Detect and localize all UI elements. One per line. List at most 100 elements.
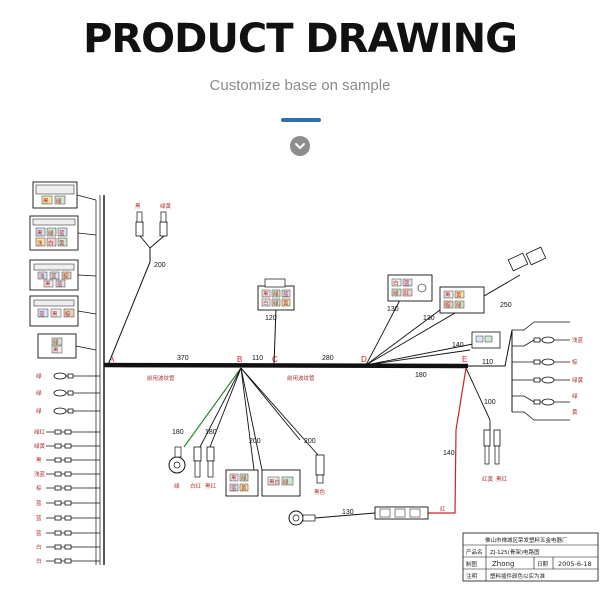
length-de: 180 bbox=[415, 372, 427, 379]
bottom-color-pair-1: 白红 bbox=[190, 482, 202, 490]
bottom-color-e1: 红黄 bbox=[482, 475, 494, 483]
expand-button[interactable] bbox=[290, 136, 310, 156]
length-ab: 370 bbox=[177, 355, 189, 362]
connector-text: 棕 bbox=[63, 272, 69, 280]
connector-text: 棕 bbox=[445, 301, 451, 309]
wire-color-left: 浅蓝 bbox=[34, 470, 46, 478]
connector-text: 浅 bbox=[37, 239, 43, 247]
red-wire-branch: 140 红 130 bbox=[288, 367, 467, 526]
connector-text: 绿 bbox=[241, 474, 247, 482]
wire-color-left: 绿黄 bbox=[34, 442, 46, 450]
title-block-company: 佛山市禅城区荣发塑料五金电器厂 bbox=[485, 536, 568, 544]
point-b-label: B bbox=[237, 355, 242, 364]
connector-text: 黑白 bbox=[269, 478, 280, 486]
connector-left-1: 黑 绿 bbox=[32, 181, 97, 209]
connector-text: 白 bbox=[393, 279, 399, 287]
wire-color-left: 黑 bbox=[36, 457, 42, 464]
top-terminal-color: 黑 bbox=[135, 203, 141, 210]
connector-left-4: 蓝 黑 棕 bbox=[29, 295, 97, 327]
red-wire-color: 红 bbox=[440, 505, 446, 513]
branch-e-down: 100 红黄 黑红 bbox=[465, 367, 508, 483]
length-b-180b: 180 bbox=[205, 429, 217, 436]
branch-c-up: 黑 绿 蓝 白 绿 黄 120 bbox=[257, 278, 295, 366]
connector-text: 绿 bbox=[56, 197, 62, 205]
wire-color-left: 蓝 bbox=[36, 499, 42, 507]
title-block-drawn-label: 制图 bbox=[466, 560, 478, 568]
left-wire-terminals: 绿 绿 绿 绿红 绿黄 黑 浅蓝 棕 蓝 蓝 蓝 白 白 bbox=[34, 372, 100, 565]
connector-text: 黑 bbox=[231, 475, 237, 482]
length-d-130a: 130 bbox=[387, 306, 399, 313]
bottom-color-ring: 绿 bbox=[174, 482, 180, 490]
wire-color-right: 棕 bbox=[572, 358, 578, 366]
connector-left-2: 黑 绿 蓝 浅 白 黄 bbox=[29, 215, 97, 251]
connector-text: 蓝 bbox=[57, 280, 63, 288]
connector-text: 绿 bbox=[273, 299, 279, 307]
connector-left-3: 浅 蓝 棕 黑 蓝 bbox=[29, 259, 97, 291]
top-terminal-color: 绿黄 bbox=[160, 202, 172, 210]
length-b-200a: 200 bbox=[249, 438, 261, 445]
main-trunk bbox=[103, 362, 469, 369]
wire-color-left: 蓝 bbox=[36, 514, 42, 522]
connector-text: 黄 bbox=[241, 484, 247, 492]
connector-text: 蓝 bbox=[51, 272, 57, 280]
title-block-product-value: ZJ-125(骨架)电路图 bbox=[490, 548, 540, 556]
wire-color-left: 绿 bbox=[36, 389, 42, 397]
title-block: 佛山市禅城区荣发塑料五金电器厂 产品名 ZJ-125(骨架)电路图 制图 Zho… bbox=[462, 532, 599, 582]
title-block-note-label: 注明 bbox=[466, 572, 478, 580]
point-a-label: A bbox=[109, 355, 115, 364]
connector-text: 绿 bbox=[273, 290, 279, 298]
page-subtitle: Customize base on sample bbox=[209, 77, 391, 94]
connector-text: 绿 bbox=[456, 301, 462, 309]
length-bottom-130: 130 bbox=[342, 509, 354, 516]
connector-text: 黄 bbox=[283, 299, 289, 307]
connector-text: 蓝 bbox=[231, 484, 237, 492]
connector-text: 蓝 bbox=[39, 310, 45, 318]
length-d-110: 110 bbox=[482, 359, 493, 366]
length-b-200b: 200 bbox=[304, 438, 316, 445]
title-block-product-label: 产品名 bbox=[466, 548, 483, 556]
connector-text: 浅 bbox=[39, 272, 45, 280]
accent-divider bbox=[281, 118, 321, 122]
connector-text: 绿 bbox=[283, 478, 289, 486]
length-c-up: 120 bbox=[265, 315, 277, 322]
branches-d: 白 蓝 绿 红 黑 黄 棕 绿 130 130 250 140 bbox=[365, 246, 547, 366]
connector-text: 黑 bbox=[52, 311, 58, 318]
connector-left-5: 绿 黑 bbox=[37, 333, 97, 359]
bottom-color-pair-2: 黑红 bbox=[205, 482, 217, 490]
connector-text: 蓝 bbox=[59, 229, 65, 237]
connector-text: 白 bbox=[48, 239, 54, 247]
trunk-note-right: 前用波纹管 bbox=[287, 374, 315, 382]
connector-text: 绿 bbox=[393, 289, 399, 297]
length-e-140: 140 bbox=[443, 450, 455, 457]
wire-color-left: 绿 bbox=[36, 407, 42, 415]
length-d-130b: 130 bbox=[423, 315, 435, 322]
length-e-100: 100 bbox=[484, 399, 496, 406]
length-bc: 110 bbox=[252, 355, 263, 362]
connector-text: 白 bbox=[263, 299, 269, 307]
point-c-label: C bbox=[272, 355, 278, 364]
wire-color-left: 绿红 bbox=[34, 428, 46, 436]
connector-text: 绿 bbox=[48, 229, 54, 237]
wire-color-right: 绿黄 bbox=[572, 376, 584, 384]
connector-text: 黄 bbox=[456, 291, 462, 299]
branches-b: 绿 180 180 200 200 白红 黑红 黑 bbox=[168, 367, 326, 497]
chevron-down-icon bbox=[295, 143, 305, 149]
connector-text: 蓝 bbox=[404, 279, 410, 287]
connector-text: 蓝 bbox=[283, 290, 289, 298]
connector-text: 绿 bbox=[53, 338, 59, 346]
title-block-drawn-value: Zhong bbox=[492, 560, 514, 568]
connector-text: 棕 bbox=[65, 310, 71, 318]
wire-color-right: 浅蓝 bbox=[572, 336, 584, 344]
title-block-date-value: 2005-6-18 bbox=[558, 560, 592, 568]
wire-color-left: 蓝 bbox=[36, 529, 42, 537]
connector-text: 黄 bbox=[59, 239, 65, 247]
connector-text: 红 bbox=[404, 289, 410, 297]
title-block-date-label: 日期 bbox=[537, 561, 549, 568]
wire-color-left: 白 bbox=[36, 543, 42, 551]
title-block-note-value: 塑料插件颜色以实为准 bbox=[490, 572, 546, 580]
connector-text: 黑 bbox=[43, 198, 49, 205]
connector-text: 黑 bbox=[53, 347, 59, 354]
wire-color-left: 绿 bbox=[36, 372, 42, 380]
wire-color-left: 棕 bbox=[36, 484, 42, 492]
